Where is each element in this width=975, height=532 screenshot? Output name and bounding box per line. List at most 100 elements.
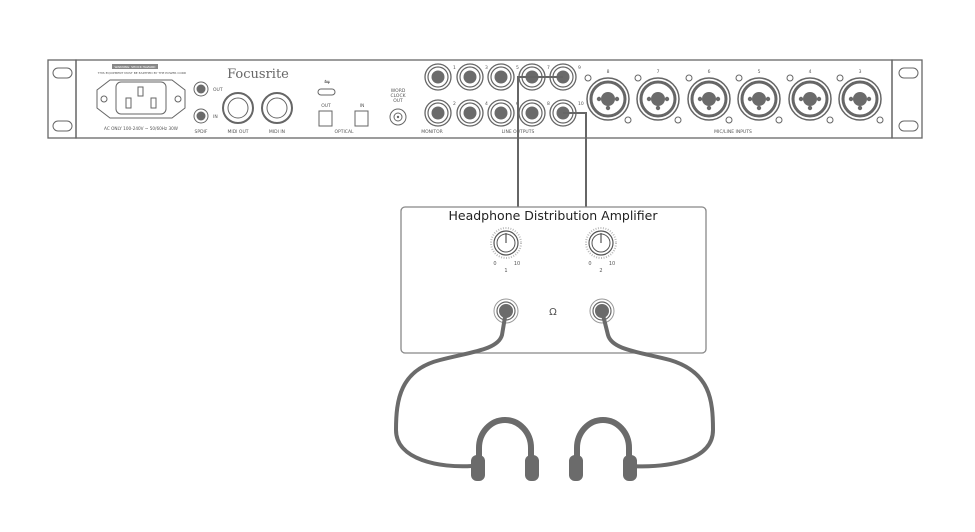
jack-hole xyxy=(494,70,508,84)
combo-input-ring xyxy=(639,80,677,118)
jack-number: 5 xyxy=(516,65,519,71)
earcup-left xyxy=(569,455,583,481)
optical-out-port xyxy=(318,110,333,127)
jack-ring xyxy=(490,66,512,88)
jack-ring xyxy=(592,301,612,321)
jack-socket xyxy=(424,63,452,91)
jack-socket xyxy=(487,99,515,127)
input-number: 7 xyxy=(657,69,660,75)
combo-input-ring xyxy=(791,80,829,118)
jack-hole xyxy=(463,70,477,84)
xlr-pin xyxy=(807,105,813,111)
volume-knob-2 xyxy=(588,230,614,256)
screw-icon xyxy=(836,74,844,82)
combo-input-ring xyxy=(740,80,778,118)
jack-hole xyxy=(494,106,508,120)
jack-ring xyxy=(521,102,543,124)
jack-number: 9 xyxy=(578,65,581,71)
combo-input-hole xyxy=(752,92,766,106)
headphone-icon: Ω xyxy=(549,307,557,318)
jack-hole xyxy=(431,70,445,84)
jack-hole xyxy=(463,106,477,120)
jack-socket xyxy=(456,63,484,91)
jack-ring xyxy=(427,102,449,124)
combo-input-hole xyxy=(803,92,817,106)
xlr-pin xyxy=(596,96,602,102)
jack-socket xyxy=(424,99,452,127)
cable-line-out-9 xyxy=(517,76,563,207)
rack-hole-icon xyxy=(898,67,919,79)
xlr-pin xyxy=(747,96,753,102)
xlr-pin xyxy=(614,96,620,102)
xlr-pin xyxy=(798,96,804,102)
input-number: 5 xyxy=(758,69,761,75)
xlr-pin xyxy=(857,105,863,111)
jack-number: 3 xyxy=(485,65,488,71)
monitor-label: MONITOR xyxy=(421,129,443,135)
earcup-right xyxy=(525,455,539,481)
jack-number: 2 xyxy=(453,101,456,107)
power-inlet xyxy=(96,79,186,119)
knob-scale xyxy=(585,227,617,259)
knob-channel-label: 2 xyxy=(599,268,602,274)
optical-in-port xyxy=(354,110,369,127)
knob-max-label: 10 xyxy=(609,261,615,267)
xlr-pin xyxy=(848,96,854,102)
warning-text: THIS EQUIPMENT MUST BE EARTHED BY THE PO… xyxy=(97,71,187,75)
xlr-pin xyxy=(697,96,703,102)
combo-input-hole xyxy=(651,92,665,106)
rear-panel: WARNING: SHOCK HAZARD THIS EQUIPMENT MUS… xyxy=(47,59,923,139)
headphones-1 xyxy=(471,417,539,481)
combo-input-ring xyxy=(690,80,728,118)
headphone-output-jack-2 xyxy=(589,298,615,324)
jack-number: 8 xyxy=(547,101,550,107)
xlr-pin xyxy=(706,105,712,111)
screw-icon xyxy=(786,74,794,82)
combo-input-hole xyxy=(601,92,615,106)
xlr-pin xyxy=(765,96,771,102)
spdif-in-jack xyxy=(193,108,209,124)
screw-icon xyxy=(634,74,642,82)
combo-input-outer xyxy=(636,77,680,121)
screw-icon xyxy=(725,116,733,124)
mic-line-label: MIC/LINE INPUTS xyxy=(714,129,752,135)
volume-knob-1 xyxy=(493,230,519,256)
combo-input-hole xyxy=(702,92,716,106)
spdif-label: SPDIF xyxy=(195,129,208,135)
jack-number: 10 xyxy=(578,101,584,107)
warning-title: WARNING: SHOCK HAZARD xyxy=(115,65,157,69)
xlr-pin xyxy=(866,96,872,102)
brand-logo: Focusrite xyxy=(227,67,289,82)
knob-scale xyxy=(490,227,522,259)
combo-input-hole xyxy=(853,92,867,106)
combo-input-outer xyxy=(687,77,731,121)
xlr-pin xyxy=(655,105,661,111)
xlr-pin xyxy=(664,96,670,102)
screw-icon xyxy=(674,116,682,124)
rack-hole-icon xyxy=(898,120,919,132)
xlr-pin xyxy=(715,96,721,102)
screw-icon xyxy=(735,74,743,82)
screw-icon xyxy=(826,116,834,124)
usb-port xyxy=(317,88,336,96)
combo-input-outer xyxy=(737,77,781,121)
optical-in-label: IN xyxy=(360,103,365,109)
usb-icon: ⇋ xyxy=(324,78,330,86)
screw-icon xyxy=(584,74,592,82)
word-clock-label: CLOCK xyxy=(390,93,406,99)
xlr-pin xyxy=(756,105,762,111)
spdif-in-label: IN xyxy=(213,114,218,120)
jack-number: 4 xyxy=(485,101,488,107)
midi-out-label: MIDI OUT xyxy=(227,129,248,135)
jack-number: 1 xyxy=(453,65,456,71)
headband xyxy=(574,417,632,466)
headphone-cable-2 xyxy=(600,309,716,469)
word-clock-bnc xyxy=(389,108,407,126)
screw-icon xyxy=(775,116,783,124)
jack-ring xyxy=(490,102,512,124)
knob-min-label: 0 xyxy=(493,261,496,267)
midi-in-port xyxy=(261,92,293,124)
